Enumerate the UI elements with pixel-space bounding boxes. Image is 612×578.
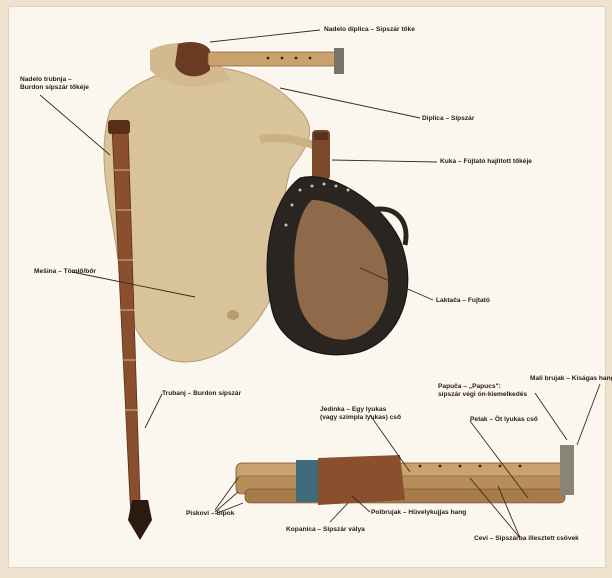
label-piskovi: Piskovi – Sípok xyxy=(186,510,234,518)
chanter-assembly xyxy=(236,445,574,505)
label-mali-brujak: Mali brujak – Kiságas hang xyxy=(530,375,612,383)
label-jedinka: Jedinka – Egy lyukas (vagy szimpla lyuka… xyxy=(320,406,401,422)
label-papuca: Papuča – „Papucs": sípszár végi ón-kieme… xyxy=(438,383,527,399)
diplica-stock xyxy=(175,42,210,76)
diplica-chanter xyxy=(208,52,336,66)
label-diplica: Diplica – Sípszár xyxy=(422,115,474,123)
label-trubanj: Trubanj – Burdon sípszár xyxy=(162,390,241,398)
label-nadelo-trubanja: Nadelo trubnja – Burdon sípszár tőkéje xyxy=(20,76,89,92)
label-cevi: Cevi – Sípszárba illesztett csövek xyxy=(474,535,579,543)
label-nadelo-diplica: Nadelo diplica – Sipszár tőke xyxy=(324,26,415,34)
label-polbrujak: Polbrujak – Hüvelykujjas hang xyxy=(371,509,466,517)
label-laktaca: Laktača – Fujtató xyxy=(436,297,490,305)
label-petak: Petak – Öt lyukas cső xyxy=(470,416,538,424)
label-mesina: Mešina – Tömlő/bőr xyxy=(34,268,96,276)
bag-knot xyxy=(227,310,239,320)
label-kuka: Kuka – Fújtató hajlított tőkéje xyxy=(440,158,532,166)
label-kopanica: Kopanica – Sípszár válya xyxy=(286,526,365,534)
